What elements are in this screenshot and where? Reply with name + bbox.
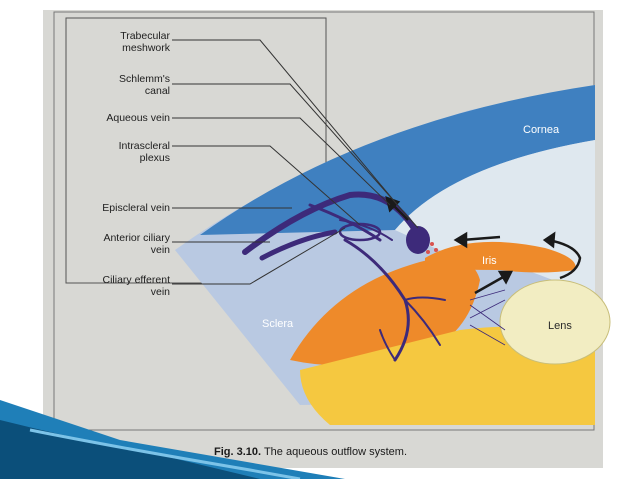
label-panel-frame [65, 17, 327, 284]
label-trabecular-meshwork: Trabecular meshwork [120, 30, 170, 54]
leader-lines [172, 39, 419, 285]
label-ciliary-efferent-vein: Ciliary efferent vein [102, 274, 170, 298]
label-schlemms-canal: Schlemm's canal [118, 73, 170, 97]
region-label-iris: Iris [482, 255, 497, 267]
iris-shape [425, 241, 576, 273]
figure-caption: Fig. 3.10. The aqueous outflow system. [214, 446, 407, 458]
label-aqueous-vein: Aqueous vein [106, 112, 170, 124]
cornea-region [200, 85, 595, 235]
zonule-fibers [469, 289, 506, 346]
vein-network [242, 191, 446, 362]
flow-arrows [385, 196, 582, 295]
lens-shape [499, 279, 611, 365]
label-episcleral-vein: Episcleral vein [102, 202, 170, 214]
label-intrascleral-plexus: Intrascleral plexus [118, 140, 170, 164]
intrascleral-plexus-loop [338, 222, 382, 242]
region-label-sclera: Sclera [262, 318, 294, 330]
region-label-cornea: Cornea [523, 124, 560, 136]
label-anterior-ciliary-vein: Anterior ciliary vein [103, 232, 170, 256]
caption-number: Fig. 3.10. [214, 446, 262, 458]
caption-text: The aqueous outflow system. [263, 446, 408, 458]
region-label-lens: Lens [548, 320, 572, 332]
schlemms-canal-shape [406, 226, 430, 254]
